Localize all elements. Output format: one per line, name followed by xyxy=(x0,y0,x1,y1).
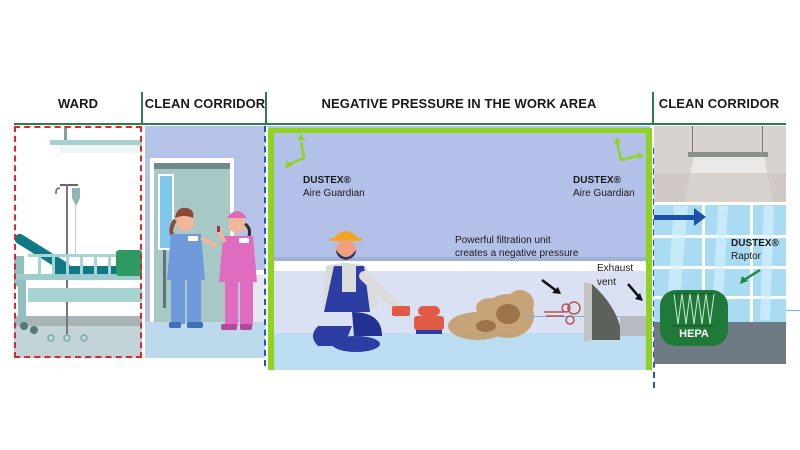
exhaust-line2: vent xyxy=(597,277,616,288)
header-baseline xyxy=(14,123,786,125)
aire-guardian-left-brand: DUSTEX® xyxy=(303,175,351,186)
zone-label-clean-corridor-right: CLEAN CORRIDOR xyxy=(658,96,780,111)
clean-corridor-right-zone xyxy=(654,126,786,364)
header-divider xyxy=(265,92,267,125)
aire-guardian-left-label: DUSTEX® Aire Guardian xyxy=(303,174,365,200)
ward-zone xyxy=(14,126,142,358)
header-divider xyxy=(652,92,654,125)
aire-guardian-right-model: Aire Guardian xyxy=(573,188,635,199)
exhaust-vent-label: Exhaust vent xyxy=(597,262,633,290)
work-area-zone xyxy=(268,126,650,370)
aire-guardian-left-model: Aire Guardian xyxy=(303,188,365,199)
filtration-line2: creates a negative pressure xyxy=(455,248,579,259)
raptor-brand: DUSTEX® xyxy=(731,238,779,249)
zone-label-clean-corridor-left: CLEAN CORRIDOR xyxy=(144,96,266,111)
ward-boundary xyxy=(14,126,142,358)
work-area-illustration xyxy=(268,134,650,370)
corridor-window-illustration xyxy=(654,126,786,364)
aire-guardian-right-label: DUSTEX® Aire Guardian xyxy=(573,174,635,200)
nurses-illustration xyxy=(145,158,265,358)
raptor-model: Raptor xyxy=(731,251,762,262)
aire-guardian-right-brand: DUSTEX® xyxy=(573,175,621,186)
filtration-line1: Powerful filtration unit xyxy=(455,235,551,246)
right-corridor-floor-line xyxy=(786,310,800,311)
header-divider xyxy=(141,92,143,125)
zone-label-ward: WARD xyxy=(57,96,99,111)
left-pressure-boundary xyxy=(264,126,266,366)
filtration-unit-label: Powerful filtration unit creates a negat… xyxy=(455,234,578,260)
containment-barrier xyxy=(268,128,652,370)
zone-label-work-area: NEGATIVE PRESSURE IN THE WORK AREA xyxy=(321,96,597,111)
raptor-label: DUSTEX® Raptor xyxy=(731,237,779,263)
exhaust-line1: Exhaust xyxy=(597,263,634,274)
hepa-label: HEPA xyxy=(679,328,709,340)
hospital-bed-illustration xyxy=(14,126,142,358)
clean-corridor-left-zone xyxy=(145,126,265,358)
